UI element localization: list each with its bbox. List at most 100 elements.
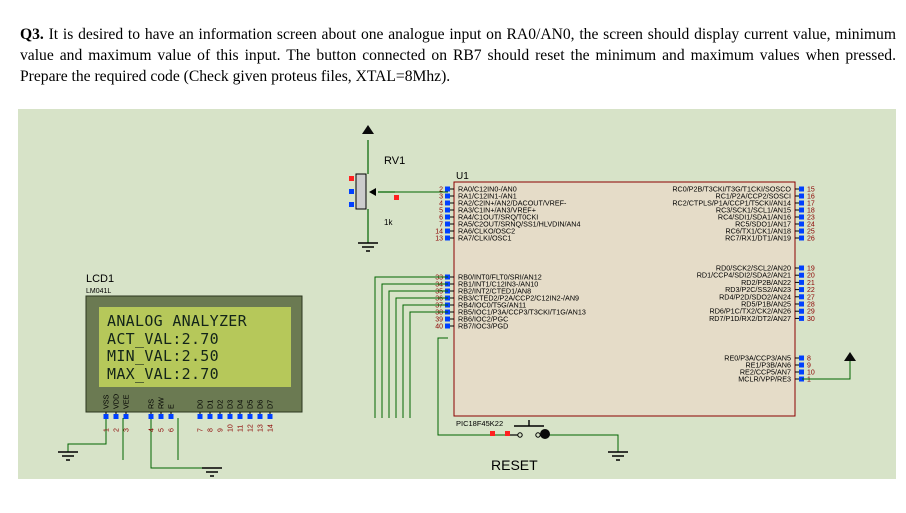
lcd-pin-number: 10 (228, 424, 235, 432)
mcu-pin-name: RC5/SDO1/AN17 (735, 220, 791, 229)
mcu-pin-name: RB7/IOC3/PGD (458, 322, 508, 331)
mcu-pin-number: 15 (807, 187, 815, 194)
lcd-pin-number: 12 (248, 424, 255, 432)
ground-symbol-icon (608, 451, 628, 461)
lcd-pin-number: 3 (124, 428, 131, 432)
mcu-pin-name: RD2/P2B/AN22 (741, 278, 791, 287)
lcd-pin-number: 8 (208, 428, 215, 432)
mcu-pin-number: 34 (435, 282, 443, 289)
lcd-part-label: LM041L (86, 288, 111, 295)
pin-state-marker (349, 189, 354, 194)
pin-state-marker (799, 287, 804, 293)
mcu-pin-number: 39 (435, 317, 443, 324)
mcu-pin-name: RD4/P2D/SDO2/AN24 (719, 292, 791, 301)
mcu-pin-name: RE0/P3A/CCP3/AN5 (724, 354, 791, 363)
lcd-pin-name: D0 (196, 400, 205, 409)
pin-state-marker (799, 369, 804, 375)
pin-state-marker (799, 221, 804, 227)
mcu-pin-number: 33 (435, 275, 443, 282)
pin-state-marker (799, 294, 804, 300)
mcu-pin-name: RB2/INT2/CTED1/AN8 (458, 287, 531, 296)
pin-state-marker (799, 272, 804, 278)
pin-state-marker (103, 414, 109, 419)
mcu-ref-label: U1 (456, 171, 469, 182)
ground-symbol-icon (202, 467, 222, 477)
mcu-pin-number: 38 (435, 310, 443, 317)
pin-state-marker (799, 362, 804, 368)
mcu-pin-number: 21 (807, 280, 815, 287)
pin-state-marker (445, 193, 450, 199)
pin-state-marker (799, 186, 804, 192)
mcu-pin-name: RC6/TX1/CK1/AN18 (725, 227, 791, 236)
mcu-pin-number: 30 (807, 316, 815, 323)
lcd-pin-name: VDD (112, 394, 121, 409)
pin-state-marker (237, 414, 243, 419)
ground-symbol-icon (58, 451, 78, 461)
mcu-pin-name: RD6/P1C/TX2/CK2/AN26 (710, 307, 792, 316)
mcu-pin-number: 20 (807, 273, 815, 280)
pin-state-marker (207, 414, 213, 419)
mcu-pin-name: RA2/C2IN+/AN2/DACOUT/VREF- (458, 199, 567, 208)
mcu-pin-name: RE1/P3B/AN6 (745, 361, 791, 370)
lcd-pin-name: D1 (206, 400, 215, 409)
mcu-pin-name: RB0/INT0/FLT0/SRI/AN12 (458, 273, 542, 282)
mcu-pin-name: RA7/CLKI/OSC1 (458, 234, 512, 243)
pin-state-marker (799, 214, 804, 220)
lcd-line-4: MAX_VAL:2.70 (107, 365, 219, 383)
mcu-pin-number: 40 (435, 324, 443, 331)
mcu-pin-number: 10 (807, 370, 815, 377)
pin-state-marker (123, 414, 129, 419)
lcd-pin-name: E (167, 404, 176, 409)
mcu-pin-name: RD0/SCK2/SCL2/AN20 (716, 264, 791, 273)
mcu-pin-number: 1 (807, 377, 811, 384)
pin-state-marker (148, 414, 154, 419)
question-body: It is desired to have an information scr… (20, 25, 896, 85)
pin-state-marker (445, 214, 450, 220)
pin-state-marker (217, 414, 223, 419)
lcd-pin-name: D3 (226, 400, 235, 409)
pin-state-marker (349, 202, 354, 207)
lcd-pin-name: D2 (216, 400, 225, 409)
lcd-screen (99, 307, 291, 387)
mcu-pin-name: RB1/INT1/C12IN3-/AN10 (458, 280, 538, 289)
lcd-pin-name: RS (147, 399, 156, 409)
lcd-pin-number: 1 (104, 428, 111, 432)
pin-state-marker (267, 414, 273, 419)
pin-state-marker (445, 323, 450, 329)
pin-state-marker (158, 414, 164, 419)
pin-state-marker (799, 315, 804, 321)
mcu-pin-name: RD7/P1D/RX2/DT2/AN27 (709, 314, 791, 323)
pin-state-marker (799, 308, 804, 314)
potentiometer-rv1 (367, 140, 395, 243)
mcu-pin-number: 7 (439, 222, 443, 229)
pin-state-marker (445, 221, 450, 227)
pin-state-marker (445, 207, 450, 213)
mcu-pin-name: RB3/CTED2/P2A/CCP2/C12IN2-/AN9 (458, 294, 579, 303)
mcu-pin-number: 28 (807, 302, 815, 309)
lcd-line-3: MIN_VAL:2.50 (107, 347, 219, 365)
wires (67, 191, 851, 469)
lcd-ref-label: LCD1 (86, 273, 114, 285)
mcu-pin-number: 14 (435, 229, 443, 236)
mcu-pin-name: RC3/SCK1/SCL1/AN15 (716, 206, 791, 215)
lcd-pin-name: VEE (122, 394, 131, 409)
lcd-pin-name: D5 (246, 400, 255, 409)
lcd-pin-name: D4 (236, 400, 245, 409)
mcu-pin-number: 37 (435, 303, 443, 310)
pin-state-marker (113, 414, 119, 419)
lcd-pin-number: 9 (218, 428, 225, 432)
pin-state-marker (490, 431, 495, 436)
mcu-pin-number: 3 (439, 194, 443, 201)
mcu-pin-name: RB4/IOC0/T5G/AN11 (458, 301, 526, 310)
pin-state-marker (505, 431, 510, 436)
lcd-pin-number: 2 (114, 428, 121, 432)
reset-button[interactable] (490, 420, 550, 439)
lcd-pin-name: D7 (266, 400, 275, 409)
mcu-pin-number: 13 (435, 236, 443, 243)
mcu-pin-number: 26 (807, 236, 815, 243)
mcu-pin-number: 36 (435, 296, 443, 303)
question-text: Q3. It is desired to have an information… (20, 24, 896, 87)
pin-state-marker (168, 414, 174, 419)
ground-symbol-icon (358, 242, 378, 252)
